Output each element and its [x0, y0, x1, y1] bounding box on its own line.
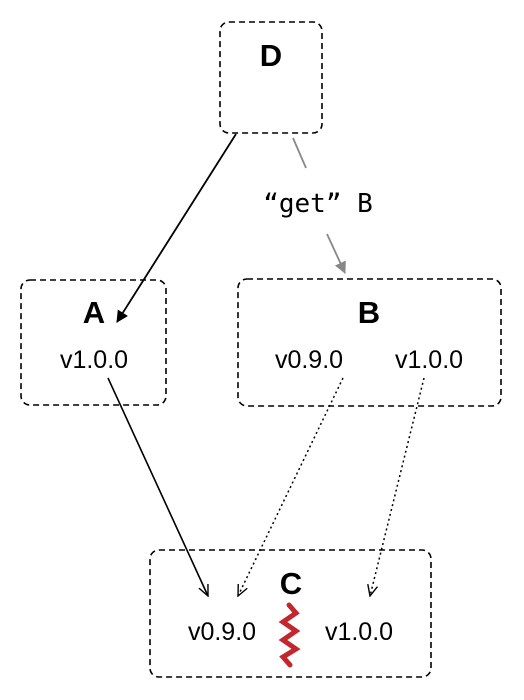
- edge-b-v090-to-c: [238, 377, 344, 596]
- edge-label-target: B: [357, 189, 373, 219]
- edge-label-get: “get”: [263, 189, 341, 219]
- edge-d-to-b-lower: [326, 233, 346, 274]
- edge-d-to-b-upper: [292, 137, 307, 169]
- node-a-version: v1.0.0: [60, 346, 128, 374]
- node-d-title: D: [260, 38, 282, 73]
- node-d: D: [219, 21, 323, 134]
- node-c-version-1: v0.9.0: [188, 618, 256, 646]
- node-c-version-2: v1.0.0: [325, 618, 393, 646]
- conflict-zigzag-icon: [278, 602, 301, 668]
- node-d-box: [219, 21, 323, 134]
- node-b-version-1: v0.9.0: [275, 346, 343, 374]
- node-c-box: [149, 549, 432, 678]
- node-c-title: C: [280, 566, 302, 601]
- edge-label: “get” B: [263, 189, 373, 219]
- node-b-version-2: v1.0.0: [395, 346, 463, 374]
- node-c: C v0.9.0 v1.0.0: [149, 549, 432, 678]
- node-a: A v1.0.0: [20, 279, 167, 406]
- edge-a-to-c: [107, 377, 209, 596]
- node-b-title: B: [358, 295, 380, 330]
- node-b-box: [237, 278, 502, 407]
- edge-d-to-a: [116, 133, 237, 323]
- node-a-box: [20, 279, 167, 406]
- node-b: B v0.9.0 v1.0.0: [237, 278, 502, 407]
- node-a-title: A: [83, 295, 105, 330]
